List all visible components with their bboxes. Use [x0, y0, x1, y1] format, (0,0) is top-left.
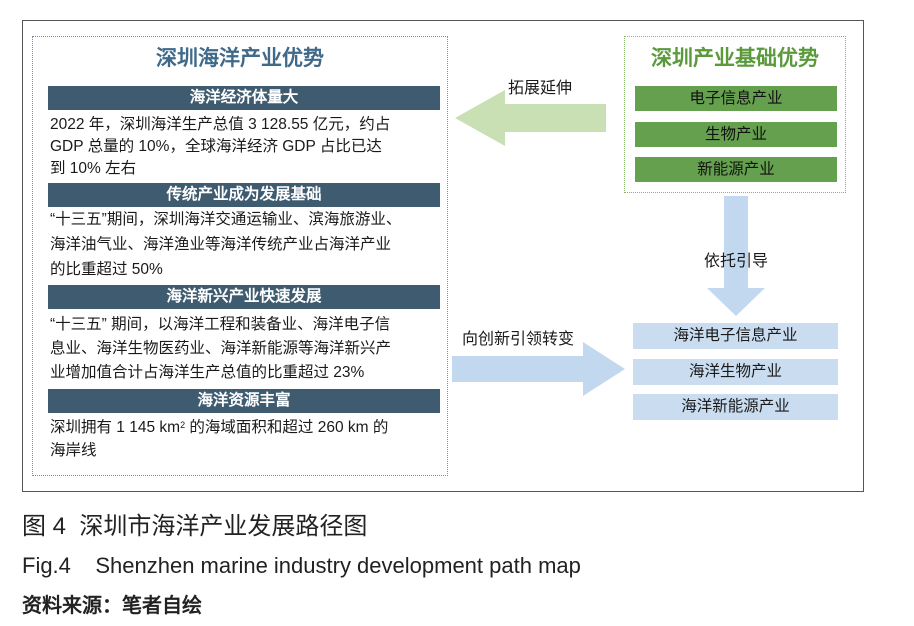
text-line: 2022 年，深圳海洋生产总值 3 128.55 亿元，约占: [50, 116, 391, 133]
figure-source-note: 资料来源：笔者自绘: [22, 595, 202, 617]
marine-industry-box-new-energy: 海洋新能源产业: [633, 394, 838, 420]
text-line: 到 10% 左右: [50, 160, 137, 177]
text-line: GDP 总量的 10%，全球海洋经济 GDP 占比已达: [50, 138, 382, 155]
industry-box-electronics: 电子信息产业: [635, 86, 837, 111]
marine-industry-box-electronics: 海洋电子信息产业: [633, 323, 838, 349]
text-line: 深圳拥有 1 145 km2 的海域面积和超过 260 km 的: [50, 416, 448, 439]
right-panel-border: [624, 36, 846, 193]
figure-caption-chinese: 图 4 深圳市海洋产业发展路径图: [22, 513, 368, 540]
text-line: “十三五”期间，深圳海洋交通运输业、滨海旅游业、: [50, 211, 402, 228]
figure-frame: [22, 20, 864, 492]
section-header-emerging: 海洋新兴产业快速发展: [48, 285, 440, 309]
industry-box-bio: 生物产业: [635, 122, 837, 147]
section-header-resources: 海洋资源丰富: [48, 389, 440, 413]
right-panel-title: 深圳产业基础优势: [651, 47, 819, 70]
text-line: 海岸线: [50, 442, 97, 459]
text-line: “十三五” 期间，以海洋工程和装备业、海洋电子信: [50, 316, 391, 333]
superscript: 2: [180, 420, 186, 430]
text-line: 海洋油气业、海洋渔业等海洋传统产业占海洋产业: [50, 236, 392, 253]
text-line: 息业、海洋生物医药业、海洋新能源等海洋新兴产: [50, 340, 392, 357]
extend-arrow-label: 拓展延伸: [508, 80, 573, 97]
section-text-resources: 深圳拥有 1 145 km2 的海域面积和超过 260 km 的 海岸线: [50, 416, 448, 462]
section-text-economy: 2022 年，深圳海洋生产总值 3 128.55 亿元，约占 GDP 总量的 1…: [50, 114, 448, 180]
text-line: 业增加值合计占海洋生产总值的比重超过 23%: [50, 364, 365, 381]
left-panel-border: [32, 36, 448, 476]
section-header-traditional: 传统产业成为发展基础: [48, 183, 440, 207]
figure-caption-english: Fig.4 Shenzhen marine industry developme…: [22, 553, 581, 578]
section-text-traditional: “十三五”期间，深圳海洋交通运输业、滨海旅游业、 海洋油气业、海洋渔业等海洋传统…: [50, 207, 448, 282]
industry-box-new-energy: 新能源产业: [635, 157, 837, 182]
text-line: 的比重超过 50%: [50, 261, 163, 278]
text-line-part: 深圳拥有 1 145 km: [50, 419, 181, 436]
guide-arrow-label: 依托引导: [703, 253, 768, 270]
text-line-part: 的海域面积和超过 260 km 的: [185, 419, 389, 436]
section-header-economy: 海洋经济体量大: [48, 86, 440, 110]
transform-arrow-label: 向创新引领转变: [462, 331, 575, 348]
section-text-emerging: “十三五” 期间，以海洋工程和装备业、海洋电子信 息业、海洋生物医药业、海洋新能…: [50, 313, 448, 385]
left-panel-title: 深圳海洋产业优势: [156, 47, 324, 70]
marine-industry-box-bio: 海洋生物产业: [633, 359, 838, 385]
